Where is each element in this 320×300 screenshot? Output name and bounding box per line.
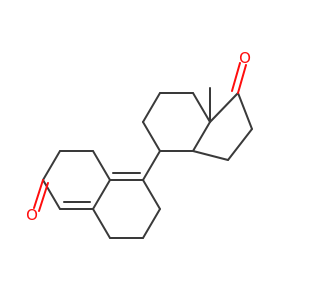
bond-c2-c3 [42, 150, 61, 181]
bond-c3-o3 [33, 179, 44, 209]
oxygen-label-c3: O [26, 206, 38, 224]
bond-c14-c8 [192, 92, 211, 123]
bond-c5-c6 [92, 208, 111, 239]
bond-c17-o17 [237, 64, 247, 94]
ring-a [33, 150, 111, 212]
bond-c16-c15 [227, 128, 253, 161]
bond-c17-c16 [237, 92, 253, 130]
bond-c17-o17-double [231, 62, 241, 92]
bond-c12-c13 [142, 92, 161, 123]
bond-c13-c17 [209, 92, 239, 123]
bond-c8-c14 [192, 121, 211, 152]
bond-c8-c9 [142, 179, 161, 210]
bond-c15-c14 [192, 150, 229, 161]
ring-b [92, 172, 161, 239]
ring-d [192, 62, 253, 161]
bond-c5-c10 [92, 179, 111, 210]
bond-c11-c12 [142, 121, 161, 152]
bond-c1-c10 [92, 150, 111, 181]
bond-c9-c11 [142, 150, 161, 181]
oxygen-label-c17: O [239, 49, 251, 67]
molecule-structure-diagram: O O [26, 49, 253, 239]
bond-c7-c8 [142, 208, 161, 239]
bond-c3-o3-double [38, 182, 49, 212]
ring-c [142, 92, 211, 181]
bond-c3-c4 [42, 179, 61, 210]
